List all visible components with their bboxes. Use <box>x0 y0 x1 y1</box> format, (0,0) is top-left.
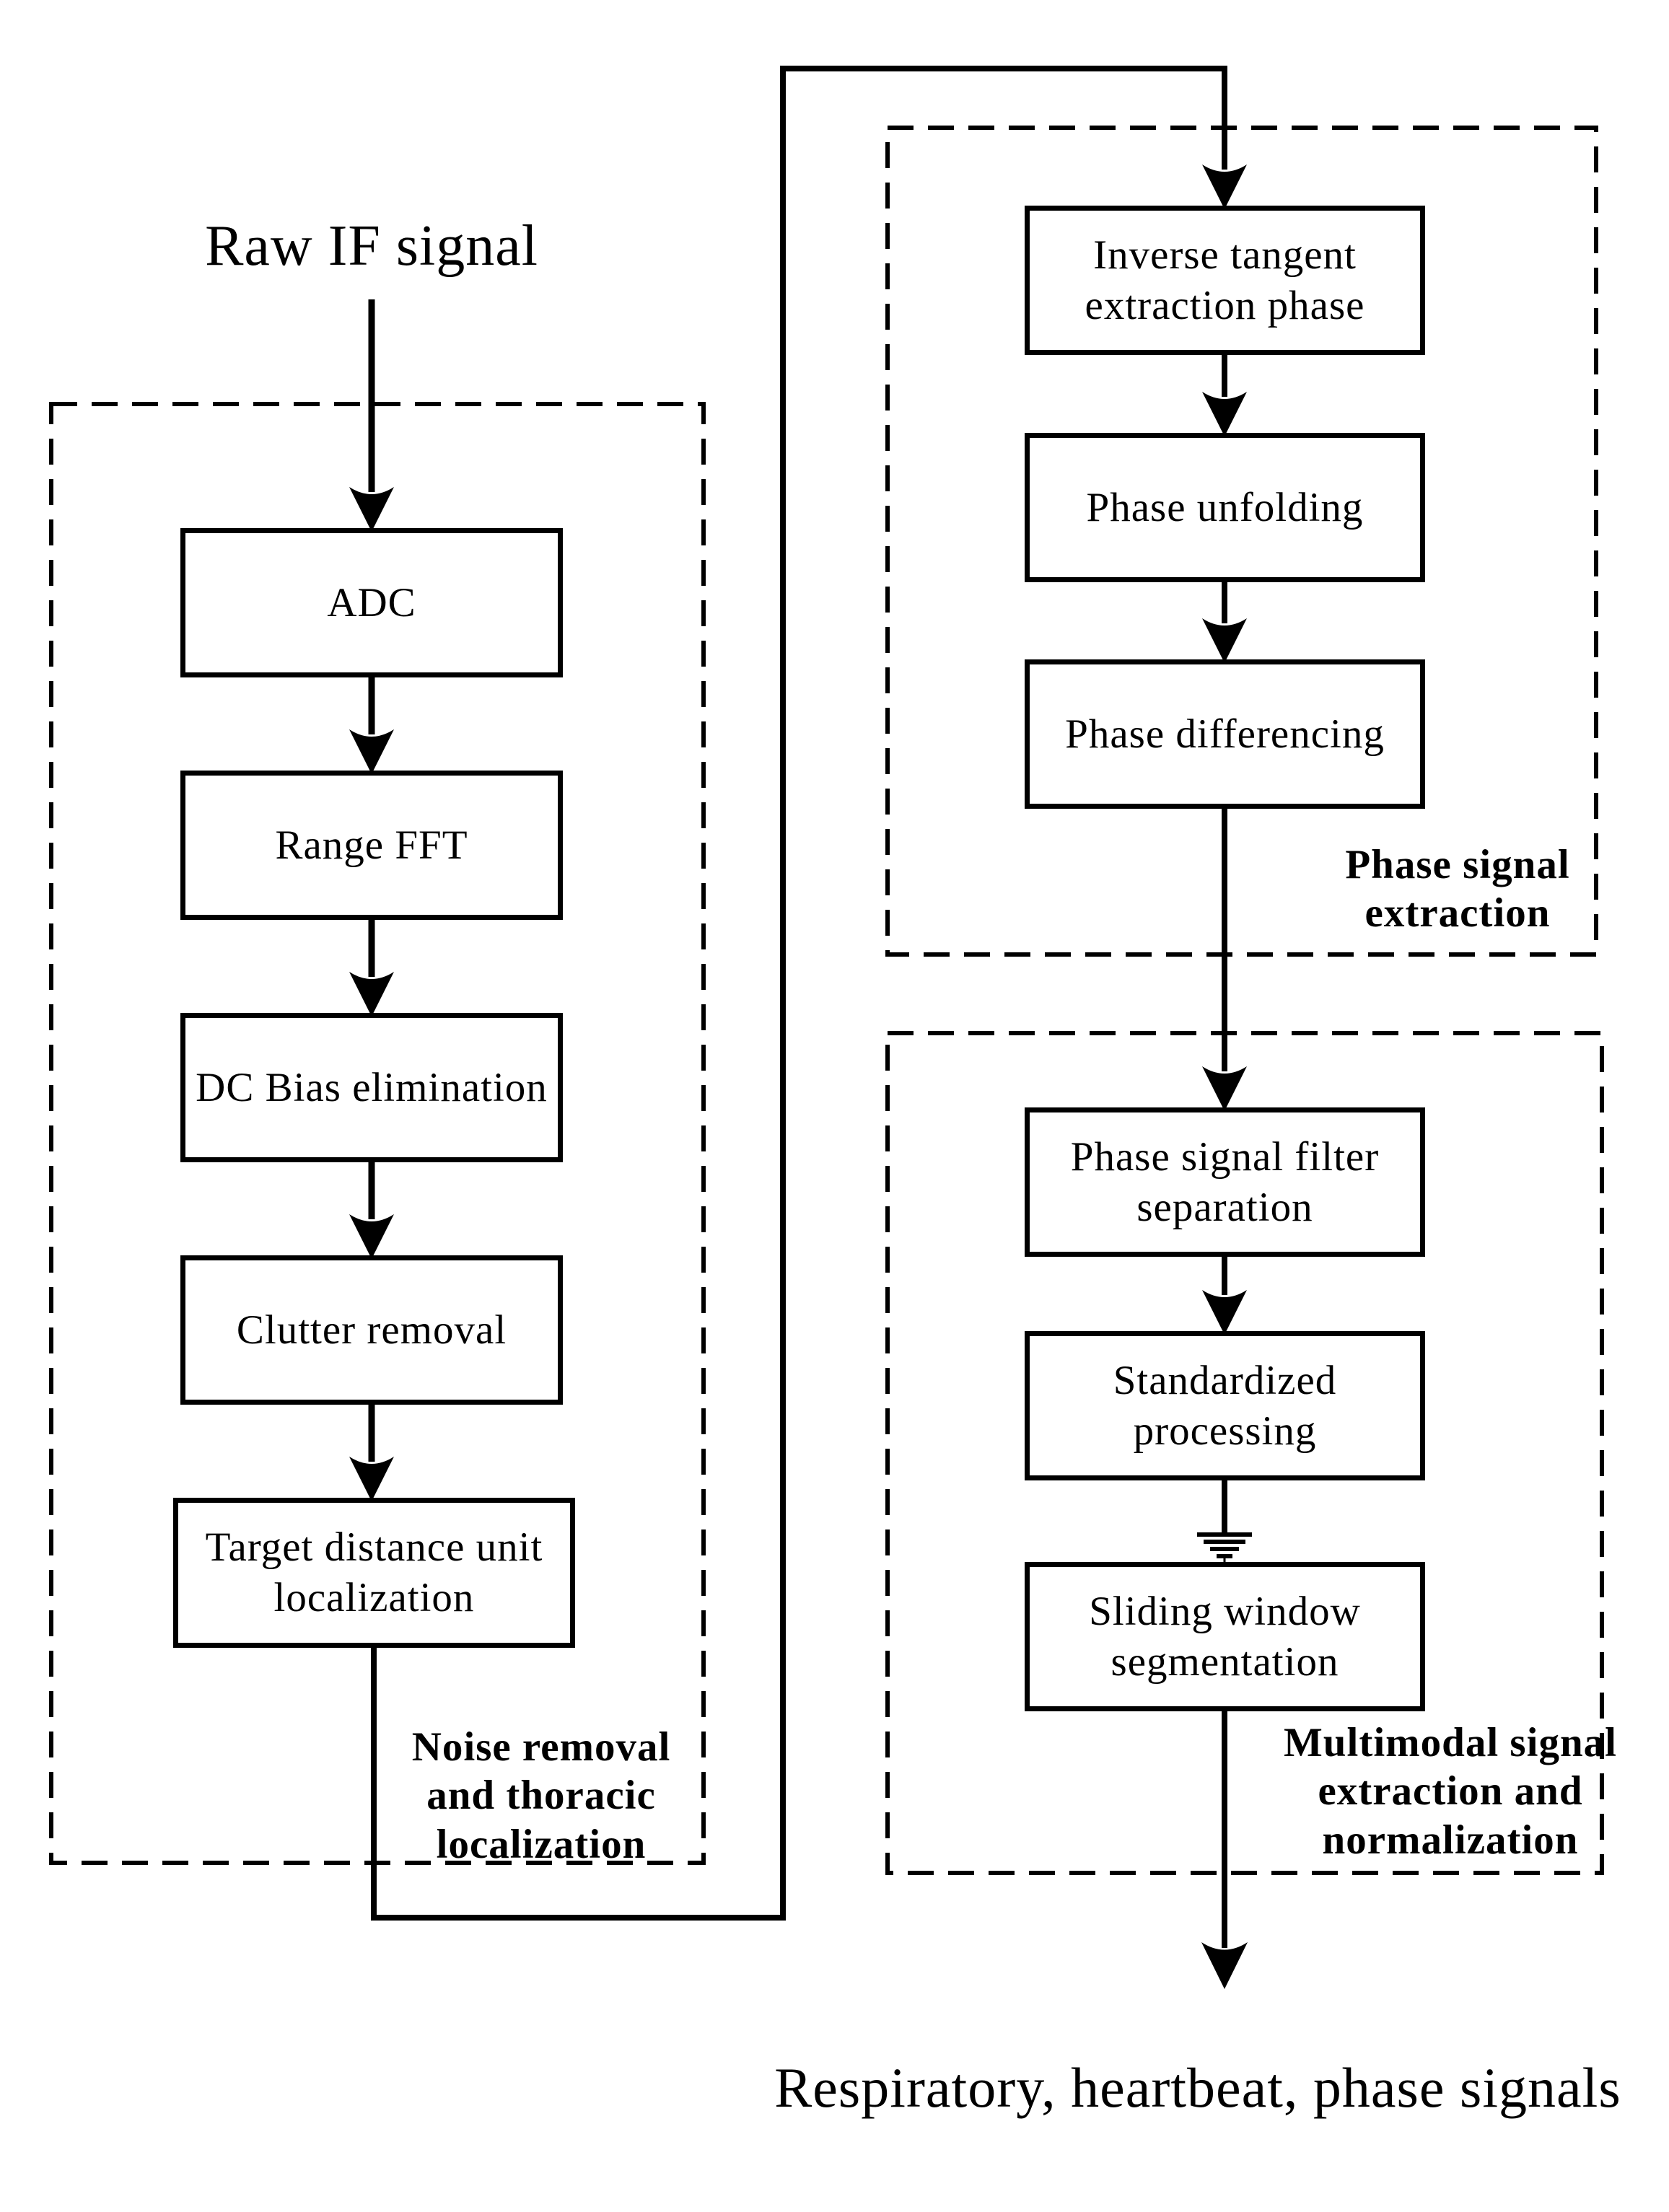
group-label-phase-extraction: Phase signal extraction <box>1345 842 1570 936</box>
connector-target-to-inverse <box>371 66 1227 1921</box>
arrowhead-sliding-to-output <box>1201 1942 1248 1989</box>
node-phase-differencing: Phase differencing <box>1025 659 1425 809</box>
node-target-label: Target distance unit localization <box>205 1524 543 1620</box>
arrowhead-rangefft-to-dcbias <box>349 972 394 1017</box>
group-frame-noise-removal <box>49 402 706 1865</box>
title-raw-if-signal: Raw IF signal <box>205 214 538 278</box>
node-standardized-label: Standardized processing <box>1113 1357 1337 1454</box>
node-dc-bias-elimination: DC Bias elimination <box>180 1013 563 1162</box>
arrowhead-inverse-to-unfolding <box>1202 392 1247 436</box>
node-filter-separation-label: Phase signal filter separation <box>1070 1133 1380 1230</box>
node-clutter-removal: Clutter removal <box>180 1255 563 1405</box>
arrowhead-clutter-to-target <box>349 1457 394 1501</box>
group-label-noise-removal: Noise removal and thoracic localization <box>411 1724 671 1867</box>
node-clutter-label: Clutter removal <box>236 1307 507 1353</box>
node-inverse-tangent-label: Inverse tangent extraction phase <box>1085 232 1365 328</box>
node-range-fft: Range FFT <box>180 771 563 920</box>
node-filter-separation: Phase signal filter separation <box>1025 1107 1425 1257</box>
arrowhead-filter-to-standardized <box>1202 1290 1247 1335</box>
arrowhead-unfolding-to-differencing <box>1202 618 1247 663</box>
node-phase-unfolding-label: Phase unfolding <box>1086 484 1364 530</box>
arrowhead-adc-to-rangefft <box>349 729 394 774</box>
node-sliding-window: Sliding window segmentation <box>1025 1562 1425 1711</box>
node-inverse-tangent: Inverse tangent extraction phase <box>1025 206 1425 355</box>
arrowhead-dcbias-to-clutter <box>349 1214 394 1259</box>
node-adc-label: ADC <box>327 579 416 626</box>
output-signals-label: Respiratory, heartbeat, phase signals <box>774 2056 1621 2119</box>
arrowhead-connector-to-inverse <box>1202 164 1247 209</box>
node-range-fft-label: Range FFT <box>275 822 468 868</box>
node-phase-unfolding: Phase unfolding <box>1025 433 1425 582</box>
node-standardized-processing: Standardized processing <box>1025 1331 1425 1480</box>
arrowhead-differencing-to-filter <box>1202 1066 1247 1111</box>
group-frame-multimodal <box>885 1031 1604 1875</box>
group-label-multimodal: Multimodal signal extraction and normali… <box>1284 1720 1617 1863</box>
node-sliding-window-label: Sliding window segmentation <box>1089 1588 1361 1685</box>
node-adc: ADC <box>180 528 563 677</box>
hatch-arrow-tip <box>1197 1532 1252 1566</box>
node-dc-bias-label: DC Bias elimination <box>196 1064 548 1110</box>
node-target-distance-localization: Target distance unit localization <box>173 1498 575 1648</box>
node-phase-differencing-label: Phase differencing <box>1065 711 1385 757</box>
arrowhead-title-to-adc <box>349 487 394 532</box>
